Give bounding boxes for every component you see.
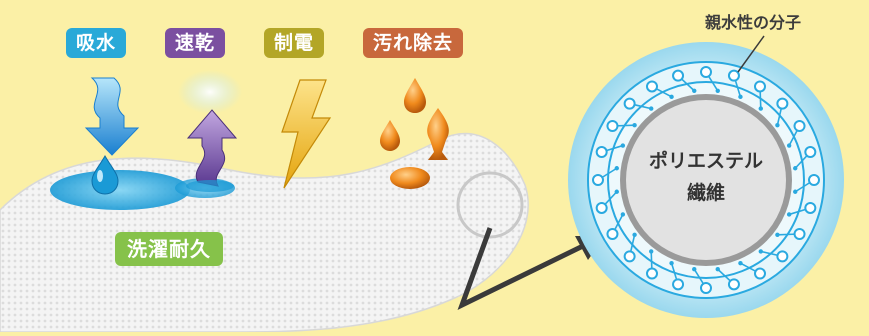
molecule-node xyxy=(672,69,685,82)
oil-drops-icon xyxy=(380,78,449,189)
molecule-node xyxy=(700,66,712,78)
molecule-anchor xyxy=(649,249,654,254)
molecule-node xyxy=(793,120,806,132)
fiber-label-line2: 繊維 xyxy=(686,182,725,204)
feature-badge-stainrelease: 汚れ除去 xyxy=(363,28,464,58)
molecule-anchor xyxy=(786,143,792,148)
wash-durability-badge: 洗濯耐久 xyxy=(115,232,223,266)
molecule-anchor xyxy=(758,106,763,111)
molecule-anchor xyxy=(738,94,743,100)
molecule-anchor xyxy=(692,267,697,272)
molecule-node xyxy=(727,278,740,291)
molecule-node xyxy=(606,228,619,240)
molecule-anchor xyxy=(669,260,674,266)
molecule-node xyxy=(808,174,820,186)
molecule-node xyxy=(623,97,636,110)
lightning-icon xyxy=(281,79,332,189)
molecule-node xyxy=(672,278,685,291)
molecule-anchor xyxy=(738,260,743,266)
fiber-label-line1: ポリエステル xyxy=(648,150,763,172)
molecule-anchor xyxy=(775,123,780,128)
molecule-anchor xyxy=(620,143,626,148)
callout-line xyxy=(737,35,765,73)
molecule-anchor xyxy=(614,166,619,171)
molecule-anchor xyxy=(620,212,626,217)
quickdry-arrow-icon xyxy=(186,109,238,187)
molecule-anchor xyxy=(715,267,720,272)
molecule-node xyxy=(700,282,712,294)
feature-badge-quickdry: 速乾 xyxy=(165,28,226,58)
molecule-node xyxy=(595,146,608,159)
molecule-node xyxy=(776,97,789,110)
absorb-arrow-icon xyxy=(84,77,140,156)
molecule-node xyxy=(727,69,740,82)
molecule-node xyxy=(804,201,817,214)
molecule-anchor xyxy=(692,88,697,93)
molecule-anchor xyxy=(758,249,763,254)
fiber-label: ポリエステル 繊維 xyxy=(626,145,786,209)
molecule-node xyxy=(592,174,604,186)
molecule-anchor xyxy=(632,232,637,237)
molecule-anchor xyxy=(649,106,654,111)
feature-badge-absorb: 吸水 xyxy=(66,28,127,58)
molecule-anchor xyxy=(793,189,798,194)
fabric-sheet xyxy=(0,132,529,333)
molecule-node xyxy=(646,80,658,93)
molecule-anchor xyxy=(614,189,619,194)
molecule-anchor xyxy=(669,94,674,100)
molecule-node xyxy=(776,250,789,263)
feature-badge-antistatic: 制電 xyxy=(264,28,325,58)
water-puddle xyxy=(50,170,190,210)
molecule-anchor xyxy=(775,232,780,237)
water-drop-icon xyxy=(91,155,119,195)
pointer-arrow xyxy=(457,227,587,310)
molecule-node xyxy=(595,201,608,214)
magnifier-circle xyxy=(456,171,524,239)
molecule-node xyxy=(793,228,806,240)
molecule-anchor xyxy=(715,88,720,93)
molecule-anchor xyxy=(793,166,798,171)
molecule-node xyxy=(646,267,658,280)
fiber-cross-section xyxy=(568,42,844,318)
molecule-node xyxy=(623,250,636,263)
molecule-callout-label: 親水性の分子 xyxy=(705,13,802,32)
molecule-node xyxy=(754,80,766,93)
molecule-node xyxy=(754,267,766,280)
molecule-node xyxy=(804,146,817,159)
molecule-node xyxy=(606,120,619,132)
molecule-anchor xyxy=(632,123,637,128)
mist-icon xyxy=(178,70,242,114)
molecule-anchor xyxy=(786,212,792,217)
